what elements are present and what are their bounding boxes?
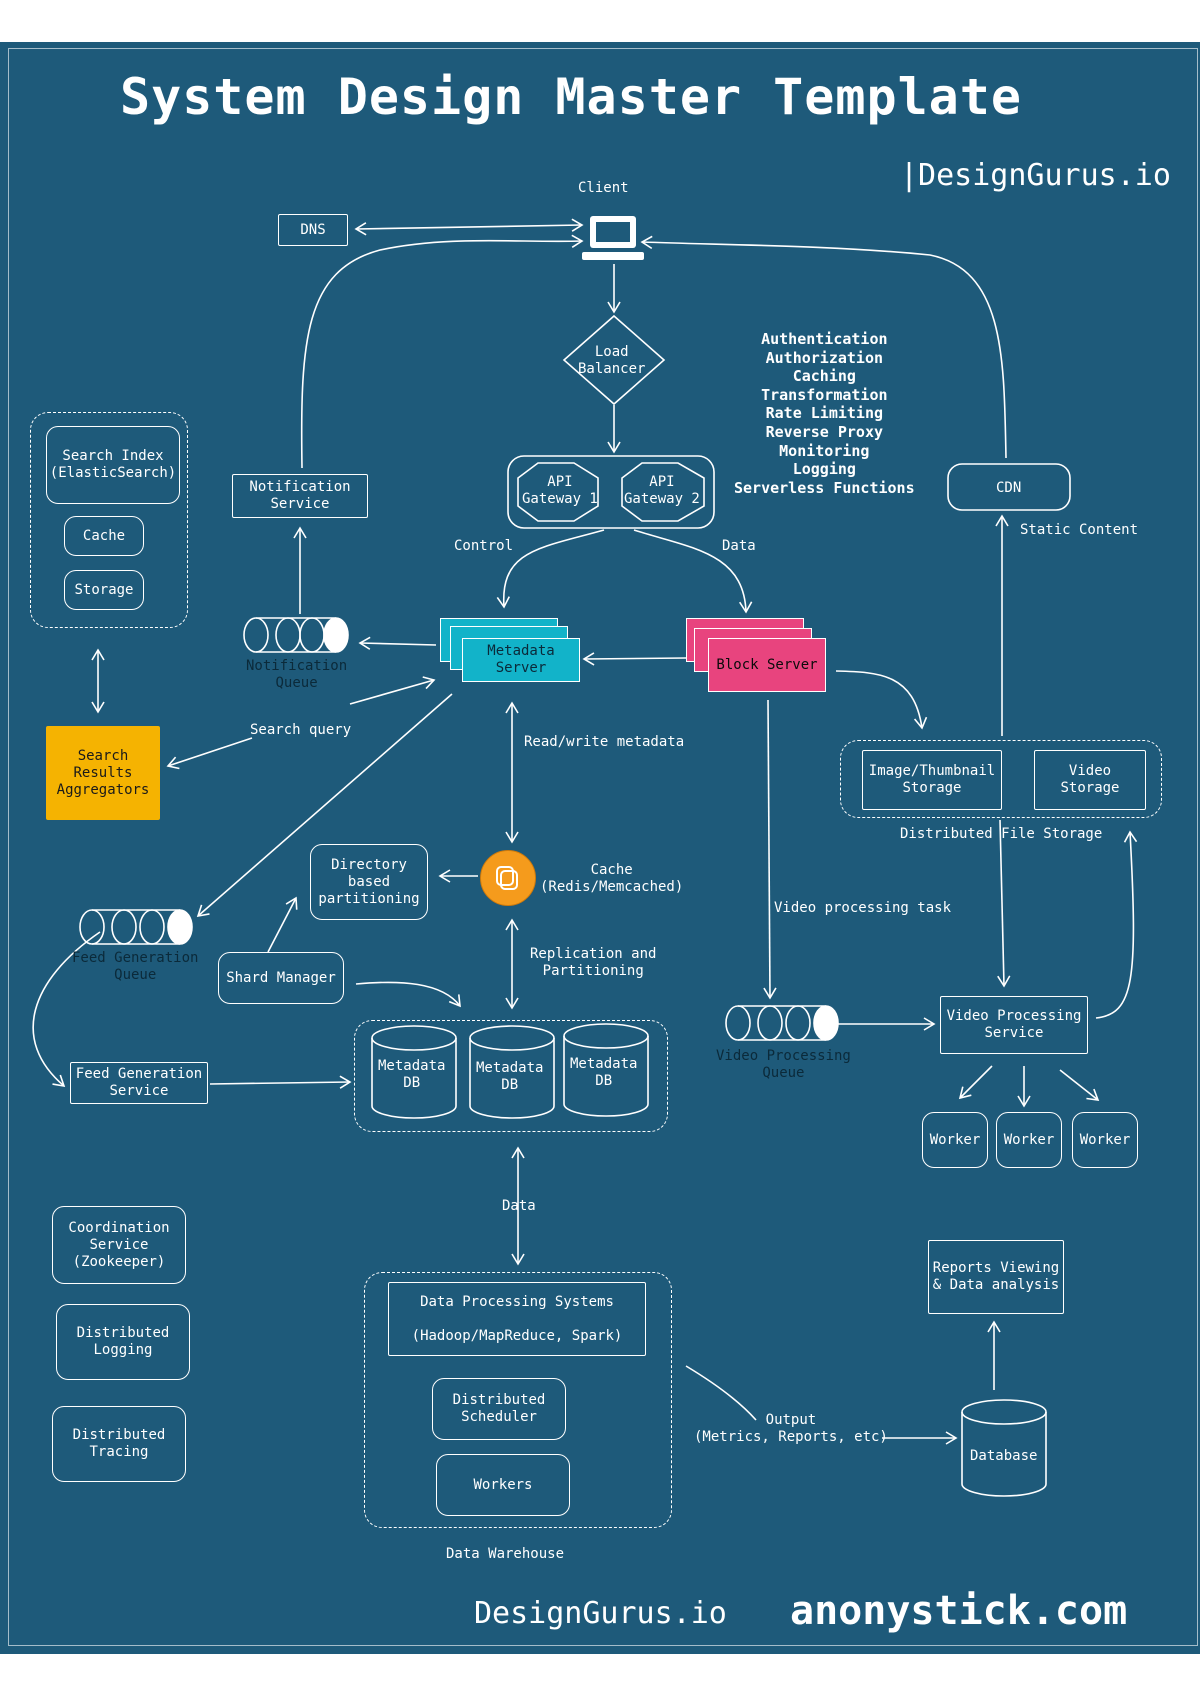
feed-queue-label: Feed Generation Queue [72, 950, 199, 983]
block-server-stack: Block Server [686, 618, 826, 698]
feed-service-box: Feed Generation Service [70, 1062, 208, 1104]
database-cylinder [961, 1399, 1047, 1497]
edge-label-data-bottom: Data [502, 1198, 536, 1214]
edge-feedservice-db [209, 1075, 352, 1089]
notification-service-box: Notification Service [232, 474, 368, 518]
video-processing-service-box: Video Processing Service [940, 996, 1088, 1054]
edge-label-search-query: Search query [250, 722, 352, 738]
metadata-db-cylinders [371, 1023, 649, 1119]
edge-control [496, 529, 605, 609]
client-label: Client [578, 180, 629, 196]
edge-label-control: Control [454, 538, 514, 554]
shard-manager-box: Shard Manager [218, 952, 344, 1004]
edge-label-output: Output (Metrics, Reports, etc) [694, 1412, 888, 1445]
distributed-scheduler-box: Distributed Scheduler [432, 1378, 566, 1440]
load-balancer-label: Load Balancer [578, 344, 646, 377]
metadata-db-3-label: Metadata DB [570, 1056, 638, 1089]
metadata-server-stack: Metadata Server [440, 618, 580, 690]
data-processing-box: Data Processing Systems (Hadoop/MapReduc… [388, 1282, 646, 1356]
worker-box-2: Worker [996, 1112, 1062, 1168]
coordination-service-box: Coordination Service (Zookeeper) [52, 1206, 186, 1284]
data-warehouse-label: Data Warehouse [446, 1546, 565, 1562]
metadata-db-1-label: Metadata DB [378, 1058, 446, 1091]
search-storage-group [30, 412, 188, 628]
edge-feedqueue-feedservice [32, 931, 101, 1088]
edge-vservice-storage [1095, 830, 1138, 1019]
metadata-db-group [354, 1020, 668, 1132]
edge-data [633, 529, 753, 614]
distributed-file-storage-label: Distributed File Storage [900, 826, 1103, 842]
image-storage-box: Image/Thumbnail Storage [862, 750, 1002, 810]
feed-queue-icon [79, 909, 193, 945]
edge-cdn-client [640, 235, 1007, 459]
video-processing-queue-icon [725, 1005, 839, 1041]
edge-vservice-worker3 [1059, 1069, 1100, 1101]
edge-search-results [166, 737, 253, 770]
search-results-box: Search Results Aggregators [46, 726, 160, 820]
watermark: anonystick.com [790, 1588, 1128, 1634]
cache-layers-icon [496, 866, 518, 890]
api-gateway-1-hexagon [517, 462, 599, 522]
edge-block-vqueue [763, 699, 777, 1000]
edge-dns-client [354, 218, 584, 236]
edge-label-video-task: Video processing task [774, 900, 952, 916]
edge-shard-db [355, 981, 461, 1008]
video-storage-box: Video Storage [1034, 750, 1146, 810]
brand-top: |DesignGurus.io [900, 158, 1171, 193]
api-gateway-group [507, 455, 715, 529]
metadata-server-label: Metadata Server [462, 638, 580, 682]
edge-shard-directory [267, 896, 298, 953]
block-server-label: Block Server [708, 638, 826, 692]
storage-box: Storage [64, 570, 144, 610]
edge-label-data: Data [722, 538, 756, 554]
metadata-db-2-label: Metadata DB [476, 1060, 544, 1093]
api-gateway-2-hexagon [621, 462, 705, 522]
cache-redis-label: Cache (Redis/Memcached) [540, 862, 684, 895]
cache-redis-icon [480, 850, 536, 906]
dns-box: DNS [278, 214, 348, 246]
page-title: System Design Master Template [120, 68, 1022, 126]
api-gateway-2-label: API Gateway 2 [624, 474, 700, 507]
search-index-box: Search Index (ElasticSearch) [46, 426, 180, 504]
cdn-label: CDN [996, 480, 1022, 496]
notification-queue-label: Notification Queue [246, 658, 348, 691]
load-balancer-diamond [562, 314, 666, 406]
distributed-logging-box: Distributed Logging [56, 1304, 190, 1380]
cache-box: Cache [64, 516, 144, 556]
edge-notification-client [300, 234, 584, 469]
video-processing-queue-label: Video Processing Queue [716, 1048, 851, 1081]
data-warehouse-group [364, 1272, 672, 1528]
edge-storage-vservice [997, 819, 1011, 988]
edge-metadata-feedqueue [196, 693, 453, 918]
edge-warehouse-output [685, 1365, 757, 1421]
worker-box-1: Worker [922, 1112, 988, 1168]
static-content-label: Static Content [1020, 522, 1139, 538]
distributed-tracing-box: Distributed Tracing [52, 1406, 186, 1482]
workers-box: Workers [436, 1454, 570, 1516]
client-computer-icon [582, 216, 644, 260]
cdn-box [947, 463, 1071, 511]
diagram-frame [8, 48, 1198, 1646]
edge-metadata-nqueue [358, 636, 437, 650]
directory-partitioning-box: Directory based partitioning [310, 844, 428, 920]
edge-vservice-worker1 [958, 1065, 993, 1100]
brand-bottom: DesignGurus.io [474, 1596, 727, 1631]
notification-queue-icon [243, 617, 349, 653]
edge-search-query [349, 676, 436, 705]
edge-label-read-write: Read/write metadata [524, 734, 685, 750]
worker-box-3: Worker [1072, 1112, 1138, 1168]
edge-block-metadata [582, 652, 687, 666]
edge-block-storage [835, 670, 928, 730]
distributed-file-storage-group [840, 740, 1162, 818]
edge-label-replication: Replication and Partitioning [530, 946, 657, 979]
api-gateway-1-label: API Gateway 1 [522, 474, 598, 507]
gateway-functions-list: Authentication Authorization Caching Tra… [734, 330, 915, 497]
reports-box: Reports Viewing & Data analysis [928, 1240, 1064, 1314]
database-label: Database [970, 1448, 1038, 1464]
